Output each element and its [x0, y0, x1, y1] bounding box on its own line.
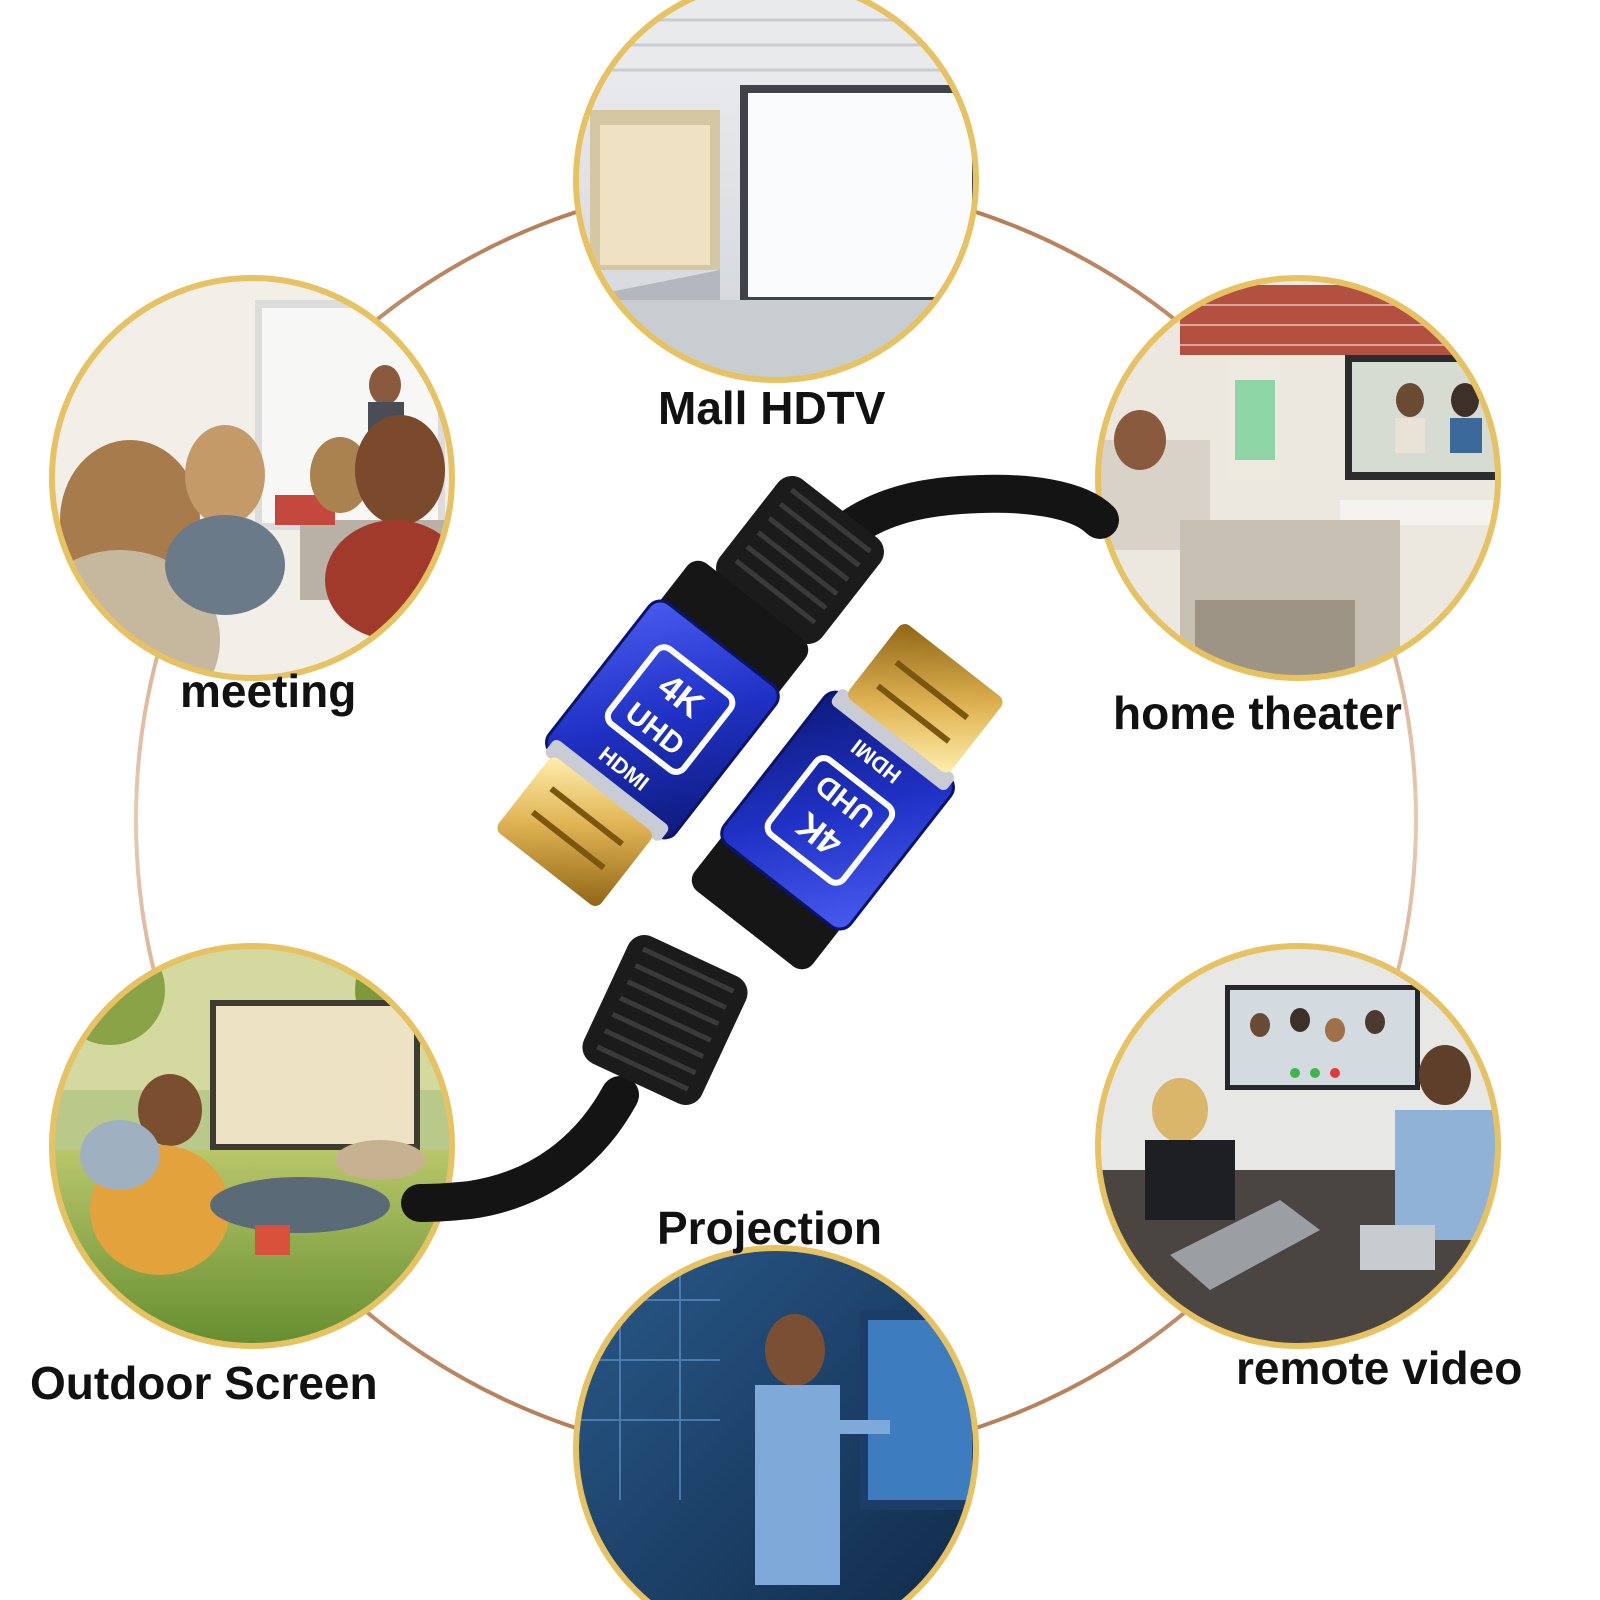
mall-hdtv-photo — [573, 0, 979, 383]
meeting-photo — [49, 275, 455, 681]
projection-label: Projection — [657, 1202, 882, 1254]
hdmi-connector-right: 4K UHD HDMI — [691, 624, 1003, 970]
projection-photo — [573, 1245, 979, 1600]
outdoor-screen-photo — [49, 943, 455, 1349]
mall-hdtv-label: Mall HDTV — [658, 382, 886, 434]
meeting-label: meeting — [180, 665, 357, 717]
home-theater-label: home theater — [1113, 687, 1402, 739]
outdoor-screen-label: Outdoor Screen — [30, 1357, 378, 1409]
remote-video-label: remote video — [1236, 1342, 1523, 1394]
hdmi-connector-left: 4K UHD HDMI — [497, 560, 809, 906]
remote-video-photo — [1095, 943, 1501, 1349]
hdmi-cable: 4K UHD HDMI 4K UHD HDMI — [401, 474, 1119, 1222]
home-theater-photo — [1095, 275, 1501, 681]
